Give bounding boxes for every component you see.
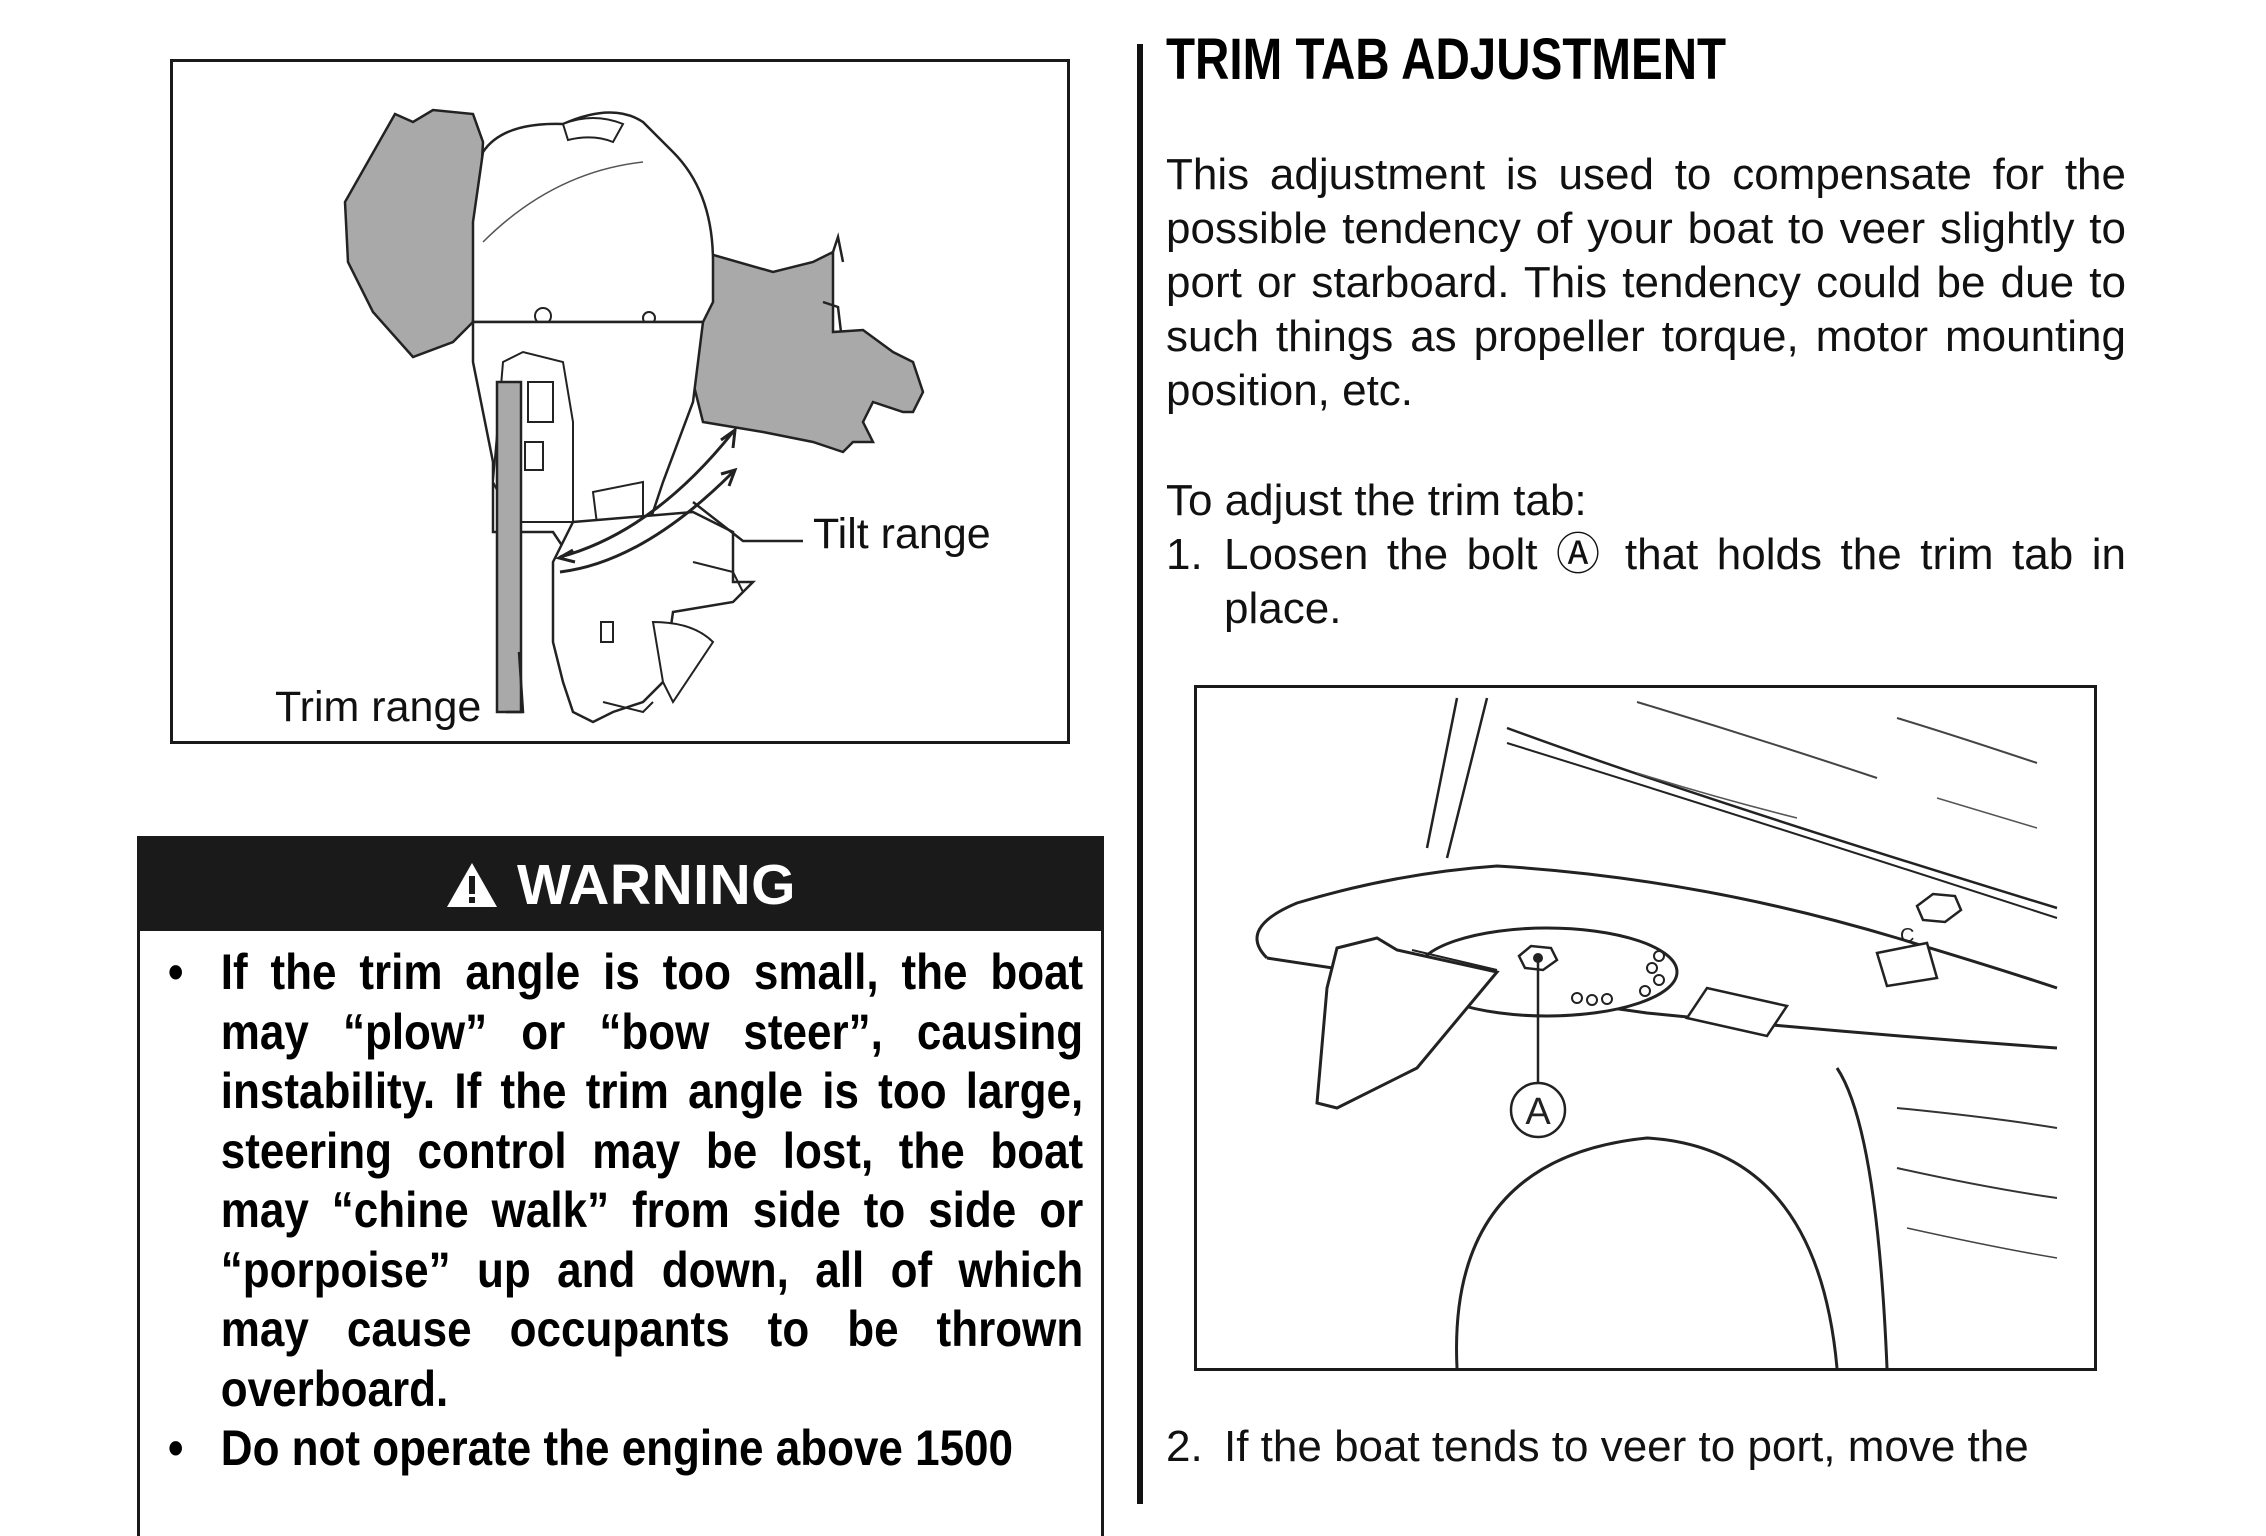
warning-header: WARNING bbox=[140, 839, 1101, 931]
outboard-motor-illustration bbox=[343, 108, 925, 724]
outboard-trim-tilt-figure: Tilt range Trim range bbox=[170, 59, 1070, 744]
step-text: Loosen the bolt Ⓐ that holds the trim ta… bbox=[1224, 530, 2126, 633]
svg-text:A: A bbox=[1525, 1091, 1551, 1133]
intro-paragraph: This adjustment is used to compensate fo… bbox=[1166, 150, 2126, 415]
column-divider bbox=[1137, 44, 1143, 1504]
trim-tab-illustration: C A bbox=[1255, 697, 2058, 1368]
trim-range-label: Trim range bbox=[275, 683, 482, 731]
step-number: 1. bbox=[1166, 530, 1203, 579]
section-title: TRIM TAB ADJUSTMENT bbox=[1166, 27, 1727, 92]
warning-item: •Do not operate the engine above 1500 bbox=[168, 1420, 1014, 1476]
step-item: 1. Loosen the bolt Ⓐ that holds the trim… bbox=[1166, 528, 2126, 638]
step-text: If the boat tends to veer to port, move … bbox=[1224, 1422, 2029, 1471]
trim-tab-figure: C A bbox=[1194, 685, 2097, 1371]
tilt-range-label: Tilt range bbox=[813, 510, 991, 558]
casting-mark: C bbox=[1900, 925, 1914, 947]
warning-item: •If the trim angle is too small, the boa… bbox=[168, 944, 1084, 1417]
step-item: 2. If the boat tends to veer to port, mo… bbox=[1166, 1420, 2126, 1530]
step-number: 2. bbox=[1166, 1422, 1203, 1471]
warning-heading: WARNING bbox=[517, 853, 796, 917]
warning-triangle-icon bbox=[447, 863, 497, 907]
warning-list: •If the trim angle is too small, the boa… bbox=[168, 943, 1083, 1479]
warning-box: WARNING •If the trim angle is too small,… bbox=[137, 836, 1104, 1536]
steps-intro: To adjust the trim tab: bbox=[1166, 476, 1587, 525]
